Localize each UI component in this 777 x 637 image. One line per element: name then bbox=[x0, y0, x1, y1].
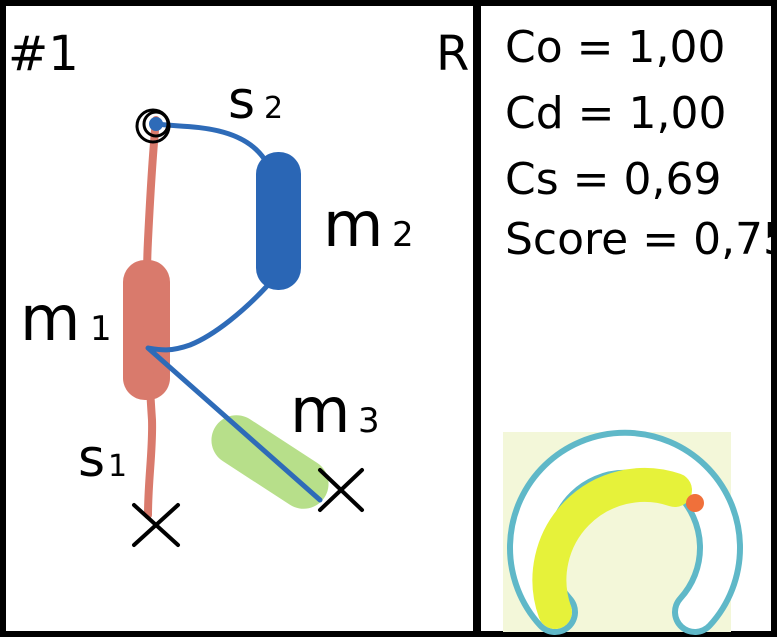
svg-text:2: 2 bbox=[392, 215, 414, 255]
s1-curve bbox=[142, 116, 160, 519]
svg-text:3: 3 bbox=[358, 401, 380, 441]
panel-letter-label: R bbox=[436, 26, 469, 82]
arc-track bbox=[513, 435, 737, 629]
svg-text:m: m bbox=[20, 282, 80, 355]
metric-score: Score = 0,75 bbox=[505, 214, 777, 265]
label-m1: m 1 bbox=[20, 282, 112, 355]
svg-text:s: s bbox=[78, 429, 105, 489]
arc-thumbnail bbox=[503, 429, 743, 635]
m3-shape bbox=[211, 415, 329, 509]
label-s1: s 1 bbox=[78, 429, 127, 489]
svg-text:m: m bbox=[290, 374, 350, 447]
arc-fill bbox=[532, 467, 692, 629]
metric-co: Co = 1,00 bbox=[505, 22, 725, 73]
s1-end-marker bbox=[132, 503, 180, 547]
svg-text:1: 1 bbox=[90, 309, 112, 349]
svg-text:m: m bbox=[323, 188, 383, 261]
label-s2: s 2 bbox=[228, 71, 283, 131]
panel-id-label: #1 bbox=[8, 26, 79, 82]
s2-end-marker bbox=[318, 468, 364, 512]
svg-text:1: 1 bbox=[108, 449, 127, 484]
metric-cd: Cd = 1,00 bbox=[505, 88, 726, 139]
metric-cs: Cs = 0,69 bbox=[505, 154, 721, 205]
start-marker bbox=[135, 108, 171, 144]
label-m3: m 3 bbox=[290, 374, 380, 447]
svg-text:2: 2 bbox=[264, 91, 283, 126]
svg-text:s: s bbox=[228, 71, 255, 131]
label-m2: m 2 bbox=[323, 188, 414, 261]
m2-shape bbox=[256, 152, 301, 290]
arc-position-dot bbox=[686, 494, 704, 512]
